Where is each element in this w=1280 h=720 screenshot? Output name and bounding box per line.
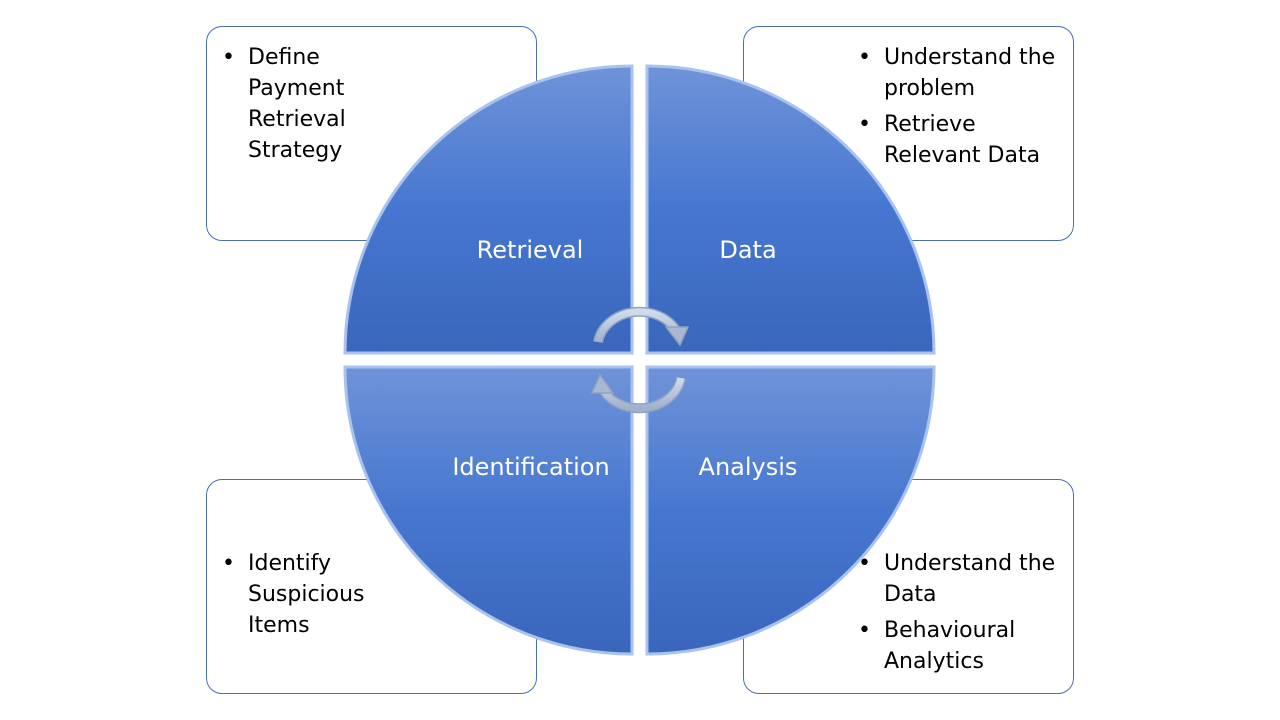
bullet-item: Understand the problem: [858, 42, 1058, 104]
cycle-arrow-top: [593, 306, 690, 347]
quadrant-top-left: [343, 64, 634, 355]
bullet-item: Retrieve Relevant Data: [858, 109, 1058, 171]
bullet-list-data: Understand the problem Retrieve Relevant…: [858, 42, 1058, 176]
bullet-list-identification: Identify Suspicious Items: [222, 548, 382, 646]
bullet-item: Behavioural Analytics: [858, 615, 1058, 677]
bullet-item: Identify Suspicious Items: [222, 548, 382, 641]
quadrant-label-data: Data: [719, 236, 776, 264]
bullet-item: Understand the Data: [858, 548, 1058, 610]
cycle-arrow-bottom: [590, 373, 686, 414]
quadrant-bottom-left: [343, 365, 634, 656]
quadrant-label-retrieval: Retrieval: [477, 236, 584, 264]
bullet-list-analysis: Understand the Data Behavioural Analytic…: [858, 548, 1058, 682]
bullet-item: Define Payment Retrieval Strategy: [222, 42, 382, 166]
quadrant-bottom-right: [645, 365, 936, 656]
quadrant-label-analysis: Analysis: [699, 453, 798, 481]
quadrant-label-identification: Identification: [452, 453, 609, 481]
quadrant-top-right: [645, 64, 936, 355]
bullet-list-retrieval: Define Payment Retrieval Strategy: [222, 42, 382, 171]
